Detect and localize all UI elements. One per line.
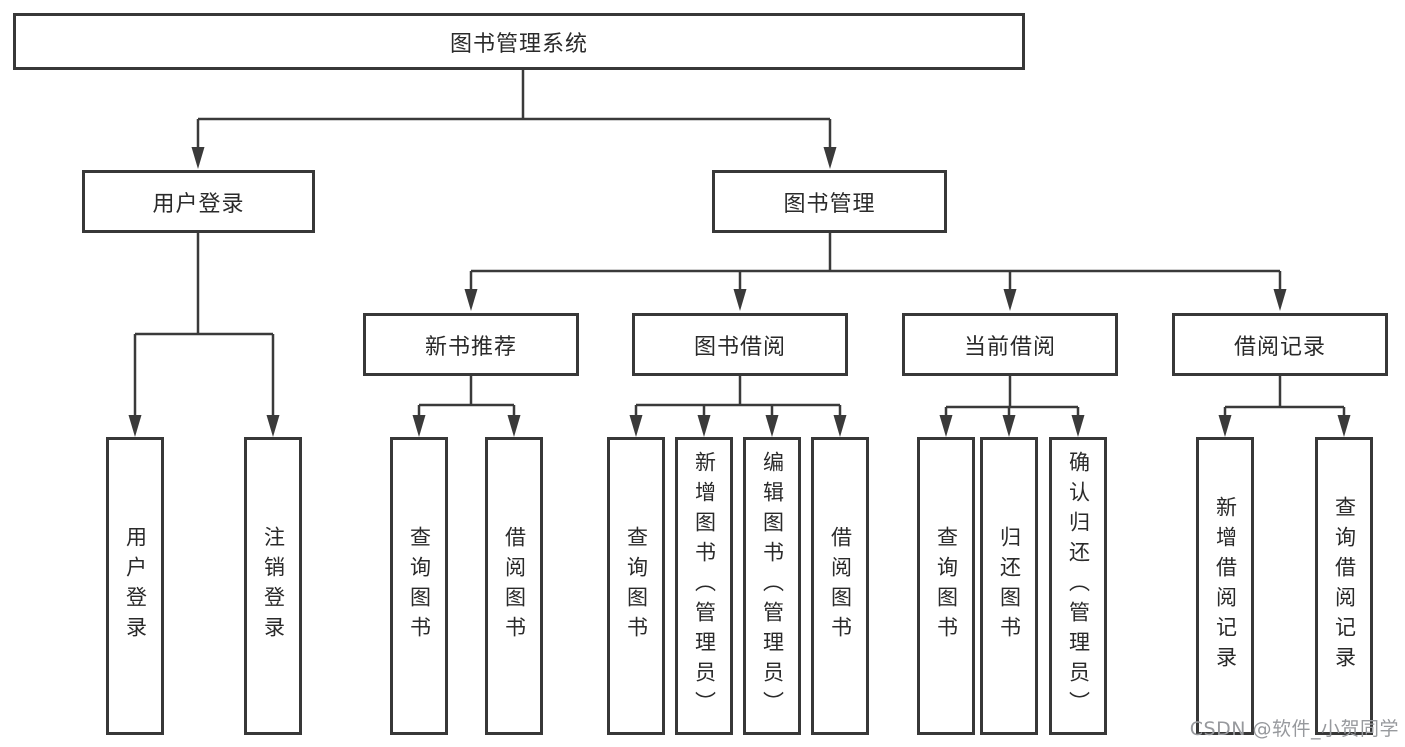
node-book-management: 图书管理 xyxy=(712,170,947,233)
leaf-logout: 注销登录 xyxy=(244,437,302,735)
leaf-add-borrow-record-label: 新增借阅记录 xyxy=(1213,496,1238,676)
leaf-confirm-return-admin-label: 确认归还（管理员） xyxy=(1066,451,1091,721)
node-book-borrowing: 图书借阅 xyxy=(632,313,848,376)
leaf-query-book-borrowing: 查询图书 xyxy=(607,437,665,735)
leaf-user-login-label: 用户登录 xyxy=(123,526,148,646)
leaf-logout-label: 注销登录 xyxy=(261,526,286,646)
leaf-add-borrow-record: 新增借阅记录 xyxy=(1196,437,1254,735)
node-new-book-recommendation: 新书推荐 xyxy=(363,313,579,376)
leaf-query-book-borrowing-label: 查询图书 xyxy=(624,526,649,646)
node-user-login-label: 用户登录 xyxy=(152,191,245,217)
root-node-label: 图书管理系统 xyxy=(449,31,588,57)
node-user-login: 用户登录 xyxy=(82,170,315,233)
node-book-borrowing-label: 图书借阅 xyxy=(693,334,786,360)
leaf-query-book-recommend: 查询图书 xyxy=(390,437,448,735)
leaf-query-book-current: 查询图书 xyxy=(917,437,975,735)
node-current-borrowing-label: 当前借阅 xyxy=(963,334,1056,360)
leaf-borrow-book-label: 借阅图书 xyxy=(828,526,853,646)
leaf-query-book-current-label: 查询图书 xyxy=(934,526,959,646)
root-node: 图书管理系统 xyxy=(13,13,1025,70)
leaf-borrow-book: 借阅图书 xyxy=(811,437,869,735)
leaf-add-book-admin-label: 新增图书（管理员） xyxy=(692,451,717,721)
csdn-watermark: CSDN @软件_小贺同学 xyxy=(1189,718,1399,740)
leaf-query-borrow-record-label: 查询借阅记录 xyxy=(1332,496,1357,676)
leaf-return-book: 归还图书 xyxy=(980,437,1038,735)
node-borrowing-records-label: 借阅记录 xyxy=(1233,334,1326,360)
leaf-confirm-return-admin: 确认归还（管理员） xyxy=(1049,437,1107,735)
leaf-query-borrow-record: 查询借阅记录 xyxy=(1315,437,1373,735)
leaf-edit-book-admin: 编辑图书（管理员） xyxy=(743,437,801,735)
leaf-return-book-label: 归还图书 xyxy=(997,526,1022,646)
leaf-query-book-recommend-label: 查询图书 xyxy=(407,526,432,646)
leaf-borrow-book-recommend: 借阅图书 xyxy=(485,437,543,735)
node-new-book-recommendation-label: 新书推荐 xyxy=(424,334,517,360)
node-current-borrowing: 当前借阅 xyxy=(902,313,1118,376)
node-borrowing-records: 借阅记录 xyxy=(1172,313,1388,376)
leaf-user-login: 用户登录 xyxy=(106,437,164,735)
leaf-add-book-admin: 新增图书（管理员） xyxy=(675,437,733,735)
leaf-edit-book-admin-label: 编辑图书（管理员） xyxy=(760,451,785,721)
leaf-borrow-book-recommend-label: 借阅图书 xyxy=(502,526,527,646)
node-book-management-label: 图书管理 xyxy=(783,191,876,217)
